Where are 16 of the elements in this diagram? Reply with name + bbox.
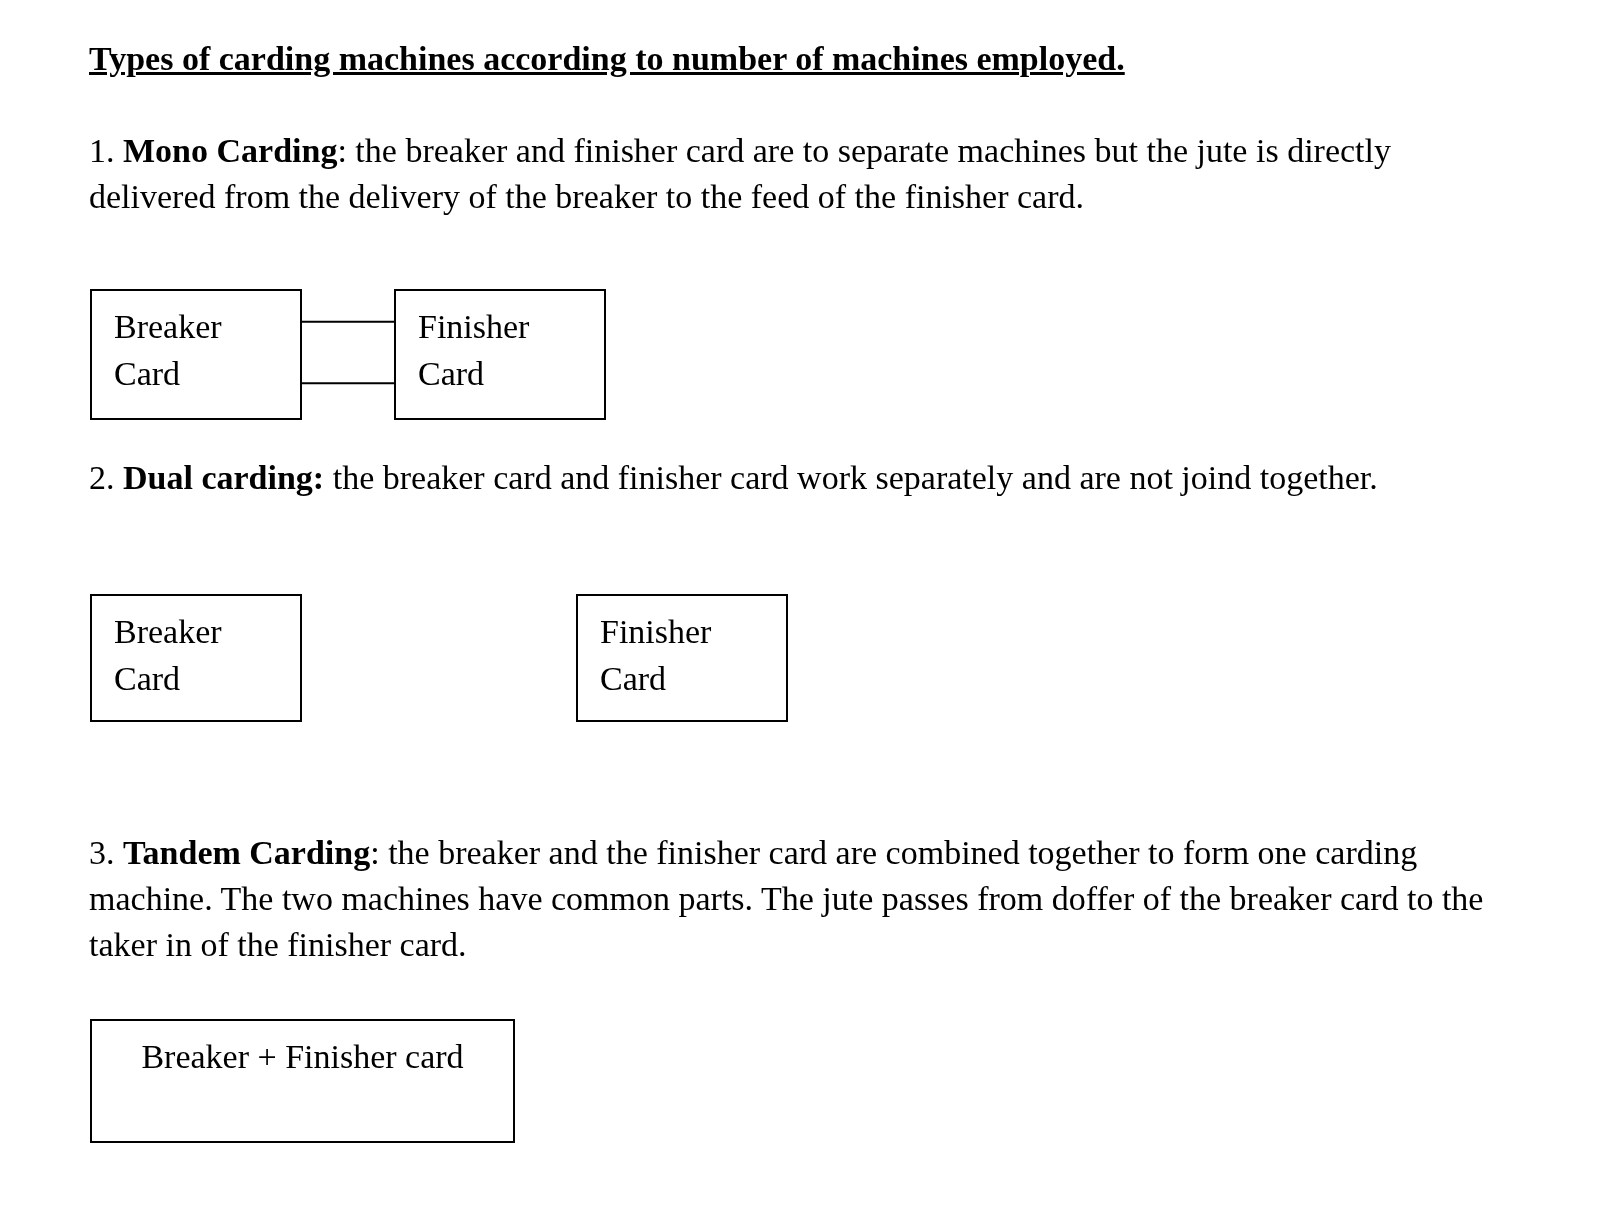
- paragraph-text: 2. Dual carding: the breaker card and finisher card work separately and are not joind together.: [89, 458, 1379, 498]
- box-label: Breaker Card: [114, 307, 223, 394]
- box-label: Breaker Card: [114, 612, 223, 699]
- card-box: [90, 289, 302, 420]
- heading: Types of carding machines according to number of machines employed.: [89, 39, 1125, 79]
- card-box: [90, 594, 302, 722]
- paragraph-text: 1. Mono Carding: the breaker and finisher card are to separate machines but the jute is directly delivered from the delivery of the breaker to the feed of the finisher card.: [89, 131, 1392, 217]
- card-box: [394, 289, 606, 420]
- card-box: [576, 594, 788, 722]
- connector-line: [301, 320, 395, 323]
- box-label: Finisher Card: [418, 307, 531, 394]
- card-box: [90, 1019, 515, 1143]
- box-label: Finisher Card: [600, 612, 713, 699]
- connector-line: [301, 382, 395, 385]
- box-label: Breaker + Finisher card: [140, 1037, 465, 1077]
- paragraph-text: 3. Tandem Carding: the breaker and the finisher card are combined together to form one carding machine. The two machines have common parts. The jute passes from doffer of the breaker card to the taker in of the finisher card.: [89, 833, 1485, 965]
